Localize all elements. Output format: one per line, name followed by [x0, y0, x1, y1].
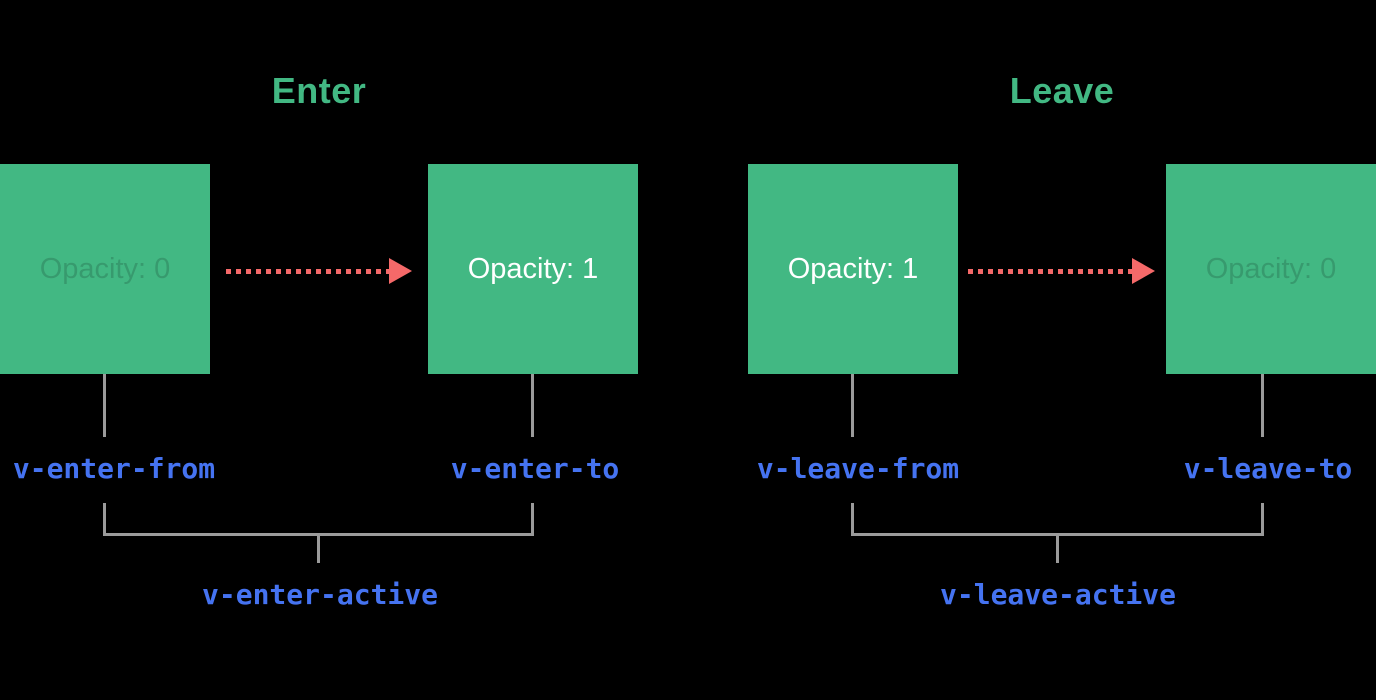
enter-to-class-label: v-enter-to [450, 452, 620, 485]
enter-section-heading: Enter [271, 70, 367, 111]
enter-from-class-label: v-enter-from [12, 452, 216, 485]
leave-active-class-label: v-leave-active [939, 578, 1177, 611]
enter-from-state-box: Opacity: 0 [0, 164, 210, 374]
leave-to-connector-line [1261, 374, 1264, 437]
arrow-head-right-icon [1132, 258, 1155, 284]
leave-from-connector-line [851, 374, 854, 437]
leave-to-class-label: v-leave-to [1183, 452, 1353, 485]
leave-from-class-label: v-leave-from [756, 452, 960, 485]
leave-active-bracket [851, 503, 1264, 536]
arrow-head-right-icon [389, 258, 412, 284]
leave-active-bracket-stem [1056, 536, 1059, 563]
leave-to-state-box: Opacity: 0 [1166, 164, 1376, 374]
dashed-line [968, 268, 1132, 274]
enter-from-connector-line [103, 374, 106, 437]
leave-transition-arrow-icon [968, 258, 1155, 284]
enter-active-bracket-stem [317, 536, 320, 563]
enter-from-opacity-label: Opacity: 0 [39, 252, 171, 285]
enter-to-opacity-label: Opacity: 1 [467, 252, 599, 285]
enter-active-class-label: v-enter-active [201, 578, 439, 611]
dashed-line [226, 268, 389, 274]
enter-to-state-box: Opacity: 1 [428, 164, 638, 374]
leave-from-state-box: Opacity: 1 [748, 164, 958, 374]
enter-active-bracket [103, 503, 534, 536]
leave-section-heading: Leave [1009, 70, 1115, 111]
enter-to-connector-line [531, 374, 534, 437]
leave-from-opacity-label: Opacity: 1 [787, 252, 919, 285]
leave-to-opacity-label: Opacity: 0 [1205, 252, 1337, 285]
enter-transition-arrow-icon [226, 258, 412, 284]
